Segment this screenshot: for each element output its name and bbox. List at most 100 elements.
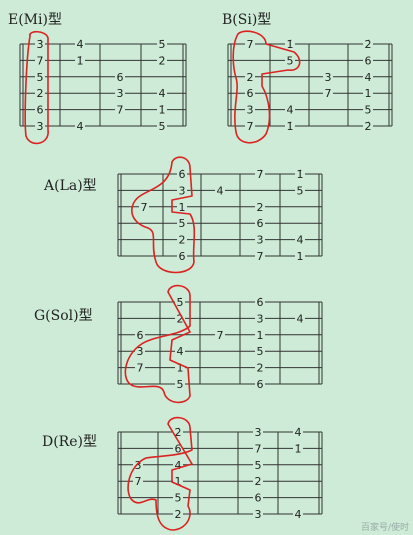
note-number: 2 <box>257 201 264 214</box>
note-backdrop <box>245 102 255 117</box>
note-number: 5 <box>37 71 44 84</box>
note-number: 2̇ <box>365 38 372 51</box>
note-number: 4 <box>295 508 302 521</box>
note-backdrop <box>255 295 265 309</box>
note-backdrop <box>215 327 225 342</box>
note-number: 2 <box>179 234 186 247</box>
note-number: 1 <box>175 475 182 488</box>
diagram-title: B(Si)型 <box>222 12 271 28</box>
note-backdrop <box>245 37 255 51</box>
note-backdrop <box>255 216 265 231</box>
note-number: 6̇ <box>257 296 264 309</box>
note-backdrop <box>255 167 265 181</box>
note-backdrop <box>133 457 143 472</box>
note-backdrop <box>253 507 263 521</box>
diagram-title: E(Mi)型 <box>8 12 62 28</box>
note-number: 4 <box>177 345 184 358</box>
note-backdrop <box>35 86 45 101</box>
note-number: 2 <box>177 312 184 325</box>
note-backdrop <box>255 232 265 247</box>
red-highlight-loop <box>131 156 196 274</box>
note-number: 3 <box>117 87 124 100</box>
note-number: 5̇ <box>159 38 166 51</box>
note-number: 6 <box>37 104 44 117</box>
note-backdrop <box>35 53 45 68</box>
note-number: 4 <box>159 87 166 100</box>
note-number: 7 <box>135 475 142 488</box>
note-number: 7 <box>37 54 44 67</box>
note-number: 6 <box>257 217 264 230</box>
red-highlight-loop <box>24 30 49 145</box>
note-backdrop <box>255 199 265 214</box>
fretboard-grid <box>117 301 323 385</box>
note-backdrop <box>133 474 143 489</box>
note-backdrop <box>35 69 45 84</box>
note-number: 7 <box>137 362 144 375</box>
note-number: 5 <box>297 184 304 197</box>
note-backdrop <box>363 37 373 51</box>
note-backdrop <box>245 86 255 101</box>
diagram-title: A(La)型 <box>43 178 97 194</box>
note-number: 7 <box>325 87 332 100</box>
note-backdrop <box>175 311 185 326</box>
note-backdrop <box>115 69 125 84</box>
note-number: 7 <box>217 329 224 342</box>
note-number: 6 <box>247 87 254 100</box>
note-backdrop <box>115 86 125 101</box>
note-backdrop <box>253 457 263 472</box>
note-number: 2̇ <box>159 54 166 67</box>
note-backdrop <box>295 232 305 247</box>
note-backdrop <box>35 102 45 117</box>
note-backdrop <box>295 249 305 263</box>
note-number: 1 <box>177 362 184 375</box>
note-backdrop <box>157 86 167 101</box>
note-number: 6 <box>365 54 372 67</box>
note-number: 4 <box>297 312 304 325</box>
note-backdrop <box>285 37 295 51</box>
note-backdrop <box>173 457 183 472</box>
note-backdrop <box>255 360 265 375</box>
note-number: 4̇ <box>295 426 302 439</box>
note-backdrop <box>177 249 187 263</box>
note-number: 4̇ <box>77 38 84 51</box>
note-backdrop <box>175 377 185 391</box>
note-backdrop <box>255 249 265 263</box>
note-backdrop <box>363 86 373 101</box>
note-backdrop <box>115 102 125 117</box>
note-backdrop <box>173 474 183 489</box>
note-number: 3 <box>257 234 264 247</box>
note-number: 1̇ <box>287 38 294 51</box>
note-backdrop <box>35 119 45 133</box>
red-highlight-loop <box>232 30 301 144</box>
note-backdrop <box>135 360 145 375</box>
note-number: 5 <box>159 120 166 133</box>
note-backdrop <box>293 441 303 456</box>
note-number: 3 <box>135 459 142 472</box>
note-backdrop <box>255 327 265 342</box>
note-backdrop <box>253 474 263 489</box>
note-backdrop <box>175 295 185 309</box>
note-backdrop <box>177 232 187 247</box>
note-number: 7 <box>117 104 124 117</box>
note-backdrop <box>157 102 167 117</box>
note-number: 6 <box>175 442 182 455</box>
note-backdrop <box>173 425 183 439</box>
note-backdrop <box>177 183 187 198</box>
note-backdrop <box>157 37 167 51</box>
note-backdrop <box>323 86 333 101</box>
note-number: 1 <box>365 87 372 100</box>
note-backdrop <box>173 490 183 505</box>
note-number: 5 <box>175 492 182 505</box>
red-highlight-loop <box>124 284 191 404</box>
note-number: 4 <box>175 459 182 472</box>
note-number: 5̇ <box>177 296 184 309</box>
note-number: 5 <box>255 459 262 472</box>
note-backdrop <box>255 377 265 391</box>
note-number: 7 <box>257 250 264 263</box>
